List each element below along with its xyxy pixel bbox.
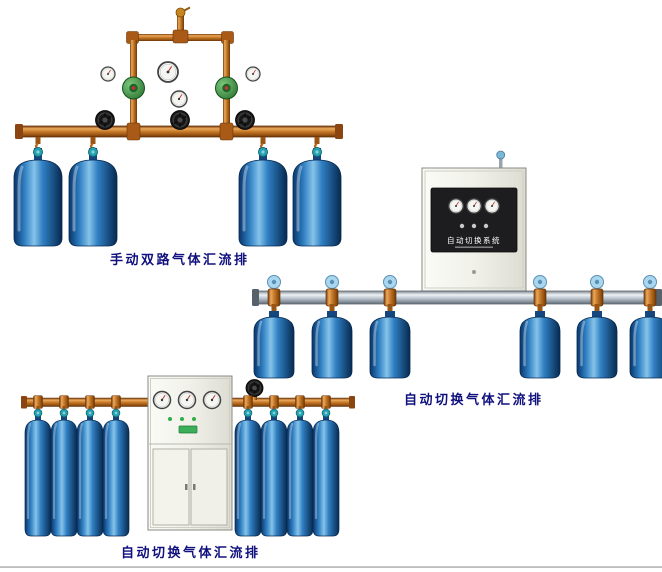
- gas-cylinder: [252, 302, 296, 380]
- product-caption-manual-dual: 手动双路气体汇流排: [110, 252, 250, 267]
- pressure-gauge-icon: [157, 61, 179, 83]
- top-valve-icon: [175, 7, 186, 18]
- panel-gauge-icon: [448, 198, 464, 214]
- shutoff-handwheel-icon: [94, 109, 116, 131]
- cylinder-handwheel-icon: [267, 275, 281, 289]
- pressure-gauge-icon: [100, 66, 116, 82]
- indicator-light-icon: [192, 417, 196, 421]
- control-cabinet: [147, 375, 233, 531]
- gas-cylinder: [628, 302, 662, 380]
- regulator-right: [215, 76, 238, 100]
- cylinder-valve-knob-icon: [59, 408, 69, 418]
- indicator-light-icon: [483, 223, 489, 229]
- pipe-fitting-icon: [267, 288, 281, 307]
- manifold-pipe: [252, 289, 662, 306]
- panel-gauge-icon: [152, 390, 172, 410]
- gas-cylinder: [368, 302, 412, 380]
- gas-cylinder: [23, 408, 53, 538]
- indicator-light-icon: [471, 223, 477, 229]
- cylinder-valve-knob-icon: [243, 408, 253, 418]
- cylinder-valve-knob-icon: [321, 408, 331, 418]
- gas-cylinder: [259, 408, 289, 538]
- cylinder-handwheel-icon: [590, 275, 604, 289]
- gas-cylinder: [75, 408, 105, 538]
- gas-cylinder: [575, 302, 619, 380]
- pipe-fitting-icon: [325, 288, 339, 307]
- cylinder-valve-knob-icon: [87, 146, 99, 158]
- riser-knob-icon: [496, 150, 506, 160]
- gas-cylinder: [67, 146, 119, 248]
- panel-switch-icon: [178, 425, 198, 434]
- cabinet-door-left: [152, 448, 190, 526]
- cylinder-bank: [12, 137, 343, 248]
- cylinder-valve-knob-icon: [85, 408, 95, 418]
- cylinder-valve-knob-icon: [32, 146, 44, 158]
- control-cabinet: 自动切换系统: [421, 167, 527, 292]
- pressure-gauge-icon: [170, 90, 188, 108]
- cylinder-valve-knob-icon: [295, 408, 305, 418]
- indicator-light-icon: [180, 417, 184, 421]
- gas-cylinder: [518, 302, 562, 380]
- cylinder-handwheel-icon: [533, 275, 547, 289]
- regulator-left: [122, 76, 145, 100]
- indicator-light-icon: [459, 223, 465, 229]
- product-caption-auto-rail: 自动切换气体汇流排: [404, 392, 544, 407]
- panel-gauge-icon: [202, 390, 222, 410]
- gas-cylinder: [101, 408, 131, 538]
- door-handle-icon: [185, 484, 188, 490]
- cylinder-valve-knob-icon: [111, 408, 121, 418]
- gas-cylinder: [285, 408, 315, 538]
- cylinder-handwheel-icon: [325, 275, 339, 289]
- cabinet-door-right: [190, 448, 228, 526]
- gas-cylinder: [49, 408, 79, 538]
- panel-gauge-icon: [466, 198, 482, 214]
- shutoff-handwheel-icon: [245, 378, 264, 398]
- door-handle-icon: [193, 484, 196, 490]
- product-image-auto-manifold-cabinet: [16, 372, 366, 540]
- pressure-gauge-icon: [245, 66, 261, 82]
- gas-cylinder: [233, 408, 263, 538]
- indicator-light-icon: [168, 417, 172, 421]
- pipe-fitting-icon: [383, 288, 397, 307]
- panel-gauge-icon: [177, 390, 197, 410]
- gas-cylinder: [310, 302, 354, 380]
- cabinet-lock-icon: [472, 270, 476, 274]
- panel-gauge-icon: [484, 198, 500, 214]
- panel-label: 自动切换系统: [447, 235, 501, 245]
- pipe-fitting-icon: [533, 288, 547, 307]
- cylinder-valve-knob-icon: [33, 408, 43, 418]
- product-image-manual-dual-manifold: [8, 4, 348, 250]
- gas-cylinder: [12, 146, 64, 248]
- cylinder-bank: [23, 395, 341, 538]
- product-caption-auto-cabinet: 自动切换气体汇流排: [121, 545, 261, 560]
- gas-cylinder: [311, 408, 341, 538]
- cylinder-valve-knob-icon: [269, 408, 279, 418]
- cylinder-handwheels: [267, 275, 657, 292]
- header-pipe-assembly: [126, 6, 234, 128]
- product-image-auto-manifold-rail: 自动切换系统: [252, 150, 662, 382]
- shutoff-handwheel-icon: [169, 109, 191, 131]
- pipe-fitting-icon: [590, 288, 604, 307]
- pipe-fitting-icon: [643, 288, 657, 307]
- shutoff-handwheel-icon: [234, 109, 256, 131]
- cylinder-handwheel-icon: [383, 275, 397, 289]
- page-bottom-rule: [0, 566, 662, 568]
- cylinder-handwheel-icon: [643, 275, 657, 289]
